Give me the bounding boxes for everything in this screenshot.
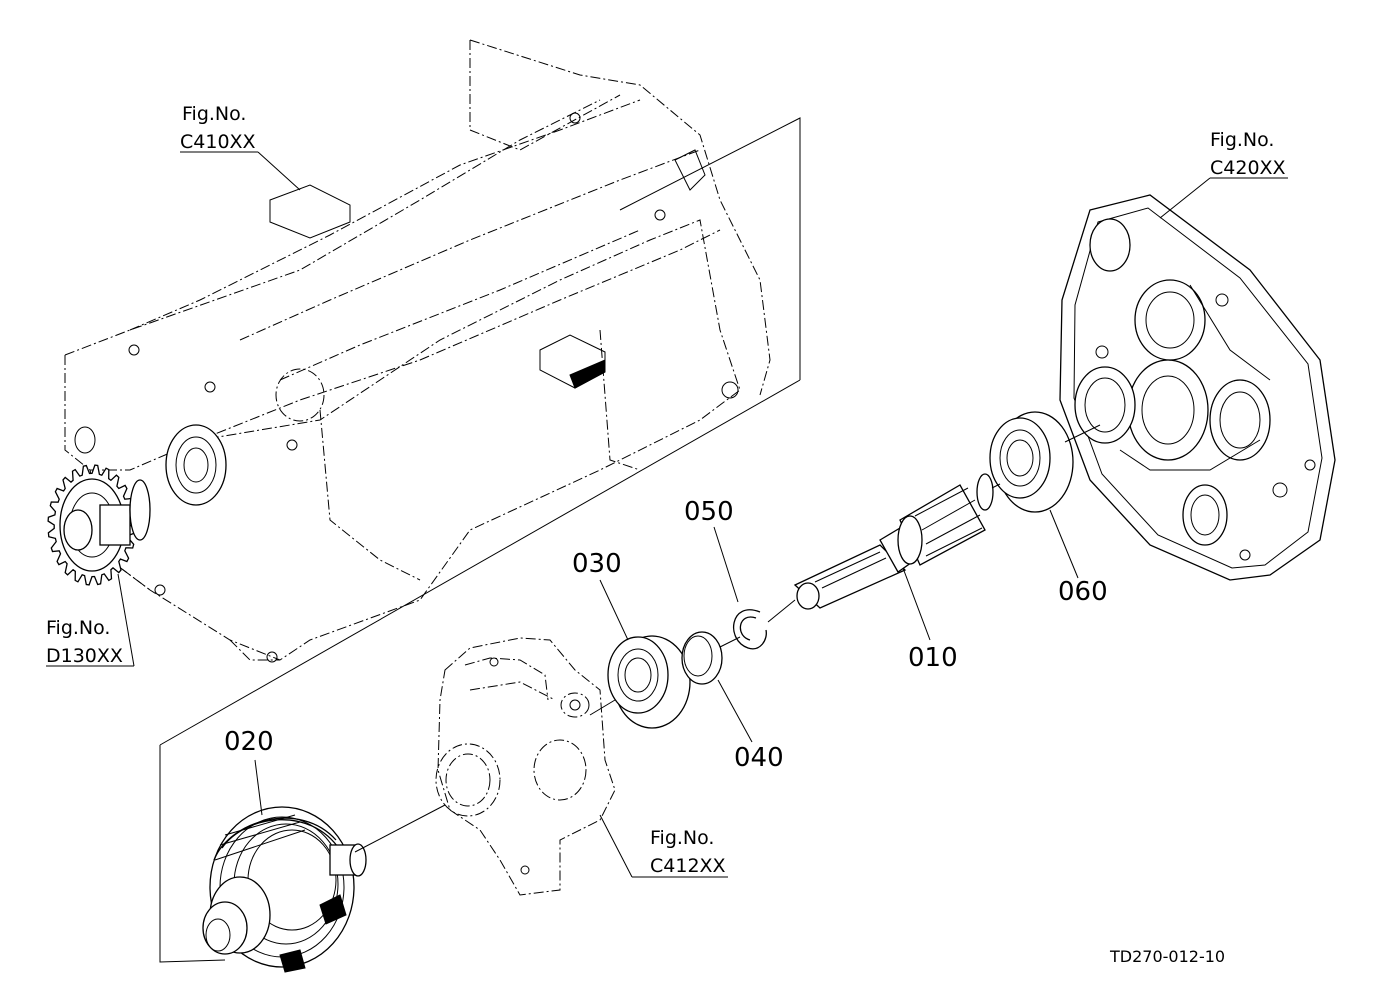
washer-040 (681, 631, 723, 685)
part-label-040: 040 (734, 743, 784, 773)
fig-ref-c420-line2: C420XX (1210, 157, 1286, 179)
leader-lines (46, 151, 1288, 878)
figure-ref-c410: Fig.No. C410XX (180, 103, 256, 153)
fig-ref-c412-line1: Fig.No. (650, 827, 714, 849)
part-label-060: 060 (1058, 577, 1108, 607)
end-cover-c420 (1059, 194, 1336, 581)
part-label-030: 030 (572, 549, 622, 579)
fig-ref-c412-line2: C412XX (650, 855, 726, 877)
assembly-axis-lines (354, 424, 1101, 853)
figure-ref-c412: Fig.No. C412XX (650, 827, 726, 877)
fig-ref-d130-line1: Fig.No. (46, 617, 110, 639)
housing-c412 (435, 637, 616, 896)
part-label-010: 010 (908, 643, 958, 673)
fig-ref-d130-line2: D130XX (46, 645, 123, 667)
drawing-code: TD270-012-10 (1109, 947, 1225, 966)
circlip-050 (733, 609, 767, 650)
bearing-030 (607, 635, 691, 729)
shaft-010 (793, 473, 994, 610)
bearing-060 (989, 411, 1074, 513)
figure-ref-d130: Fig.No. D130XX (46, 617, 123, 667)
fig-ref-c420-line1: Fig.No. (1210, 129, 1274, 151)
clutch-pack-020 (202, 806, 367, 973)
figure-ref-c420: Fig.No. C420XX (1210, 129, 1286, 179)
part-label-020: 020 (224, 727, 274, 757)
fig-ref-c410-line1: Fig.No. (182, 103, 246, 125)
drive-gear (47, 464, 151, 586)
fig-ref-c410-line2: C410XX (180, 131, 256, 153)
transmission-case-outline (64, 39, 801, 963)
part-label-050: 050 (684, 497, 734, 527)
